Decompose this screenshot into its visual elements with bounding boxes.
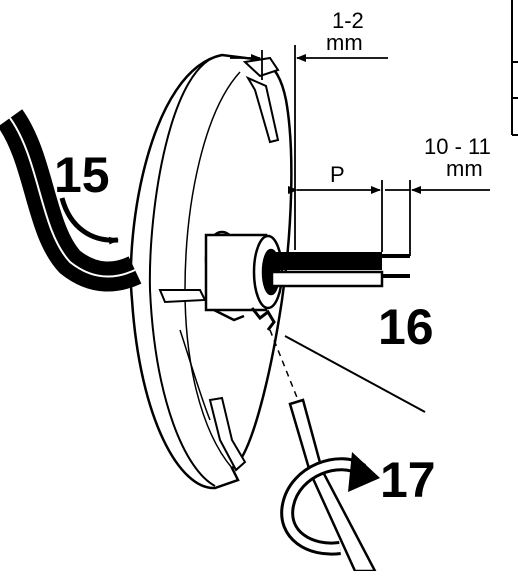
gap-dimension-unit: mm	[326, 30, 363, 55]
cable-gland	[204, 230, 284, 331]
strip-dimension-value: 10 - 11	[424, 134, 491, 159]
gap-dimension-line	[230, 45, 388, 250]
rotate-arrow-icon	[280, 452, 380, 556]
strip-dimension-unit: mm	[446, 156, 483, 181]
step-15-label: 15	[54, 147, 110, 203]
gap-dimension-value: 1-2	[332, 8, 364, 33]
screwdriver-icon	[269, 329, 426, 573]
cable-in-arrow-icon	[59, 197, 119, 245]
p-dimension-label: P	[330, 162, 345, 187]
incoming-cable	[0, 109, 142, 292]
step-17-label: 17	[380, 452, 436, 508]
step-16-label: 16	[378, 299, 434, 355]
table-fragment	[511, 0, 518, 136]
stripped-wires	[270, 252, 410, 288]
strip-dimension-lines	[288, 180, 490, 256]
